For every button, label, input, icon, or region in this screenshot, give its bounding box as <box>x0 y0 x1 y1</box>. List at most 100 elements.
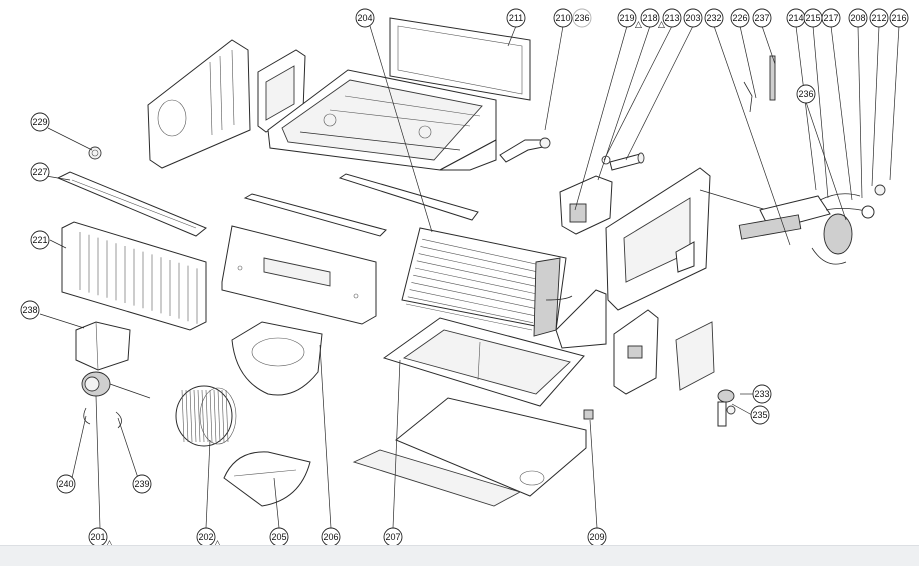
callout-number: 206 <box>323 532 338 542</box>
callout-201: 201△ <box>88 527 113 545</box>
leader-line <box>795 25 817 191</box>
wheel-blade <box>221 389 225 443</box>
wheel-blade <box>209 389 213 443</box>
callout-218: 218△ <box>640 8 665 30</box>
part-cover-plate <box>675 321 715 391</box>
callout-circle <box>617 8 637 28</box>
leader-line <box>713 25 791 246</box>
wheel-blade <box>189 389 193 443</box>
callout-217: 217 <box>821 8 841 28</box>
callout-204: 204 <box>355 8 375 28</box>
coil-fin <box>416 260 539 288</box>
wheel-blade <box>193 389 197 443</box>
part-203-tube <box>609 152 645 171</box>
part-229-knob <box>88 146 102 160</box>
callout-207: 207 <box>383 527 403 545</box>
callout-circle <box>889 8 909 28</box>
leader-line <box>857 25 863 199</box>
leader-line <box>731 403 753 416</box>
callout-203: 203 <box>683 8 703 28</box>
leader-line <box>625 25 694 161</box>
leader-line <box>49 239 67 249</box>
leader-line <box>603 25 673 161</box>
leader-line <box>369 25 433 233</box>
callout-229: 229 <box>30 112 50 132</box>
coil-fin <box>413 274 537 302</box>
callout-circle <box>587 527 607 545</box>
coil-fin <box>405 303 533 331</box>
wheel-blade <box>213 389 217 443</box>
leader-line <box>739 25 757 99</box>
leader-line <box>761 25 776 65</box>
callout-238: 238 <box>20 300 40 320</box>
callout-239: 239 <box>132 474 152 494</box>
leader-line <box>39 313 85 329</box>
part-205-scroll-lower <box>223 451 311 507</box>
part-227-strip <box>56 171 207 237</box>
leader-lines <box>39 25 900 529</box>
callout-circle <box>30 162 50 182</box>
callout-circle <box>752 8 772 28</box>
callout-circle <box>383 527 403 545</box>
callout-215: 215 <box>803 8 823 28</box>
leader-line <box>805 101 847 221</box>
callout-number: 212 <box>871 13 886 23</box>
leader-line <box>273 477 280 529</box>
part-small-bracket <box>675 241 695 273</box>
leader-line <box>544 25 564 131</box>
leader-line <box>589 419 598 529</box>
callout-circle <box>30 230 50 250</box>
part-240-clip <box>83 407 91 425</box>
leader-line <box>871 25 880 187</box>
leader-line <box>319 344 332 529</box>
part-bottom-panel <box>395 397 587 497</box>
callout-211: 211 <box>506 8 526 28</box>
callout-237: 237 <box>752 8 772 28</box>
callout-214: 214 <box>786 8 806 28</box>
leader-line <box>45 175 71 181</box>
callout-circle <box>132 474 152 494</box>
part-piping-assembly <box>738 184 886 265</box>
callout-number: 216 <box>891 13 906 23</box>
coil-fin <box>411 282 536 309</box>
part-239-clip <box>115 411 122 429</box>
callout-circle <box>355 8 375 28</box>
callout-number: 207 <box>385 532 400 542</box>
callout-number: 213 <box>664 13 679 23</box>
leader-line <box>507 25 517 47</box>
callout-number: 232 <box>706 13 721 23</box>
callout-number: 203 <box>685 13 700 23</box>
callout-number: 240 <box>58 479 73 489</box>
coil-fin <box>422 238 542 266</box>
callout-circle <box>56 474 76 494</box>
callout-circle <box>821 8 841 28</box>
leader-line <box>95 395 101 529</box>
leader-line <box>889 25 900 181</box>
callout-number: 217 <box>823 13 838 23</box>
part-221-filter <box>61 221 207 331</box>
wheel-blade <box>217 389 221 443</box>
callout-number: 236 <box>798 89 813 99</box>
part-main-chassis <box>267 69 497 171</box>
wheel-blade <box>181 389 185 443</box>
wheel-blade <box>225 389 229 443</box>
wheel-blade <box>185 389 189 443</box>
callout-circle <box>20 300 40 320</box>
warning-triangle-icon: △ <box>658 20 665 30</box>
callout-circle <box>704 8 724 28</box>
coil-fin <box>409 289 535 316</box>
callout-number: 202 <box>198 532 213 542</box>
callout-number: 210 <box>555 13 570 23</box>
leader-line <box>830 25 853 201</box>
callout-number: 235 <box>752 410 767 420</box>
leader-line <box>117 417 139 479</box>
callout-206: 206 <box>321 527 341 545</box>
callout-number: 205 <box>271 532 286 542</box>
callout-number: 219 <box>619 13 634 23</box>
callout-number: 227 <box>32 167 47 177</box>
coil-fin <box>414 267 538 295</box>
callout-226: 226 <box>730 8 750 28</box>
leader-line <box>205 439 211 529</box>
part-201-motor <box>81 371 151 399</box>
